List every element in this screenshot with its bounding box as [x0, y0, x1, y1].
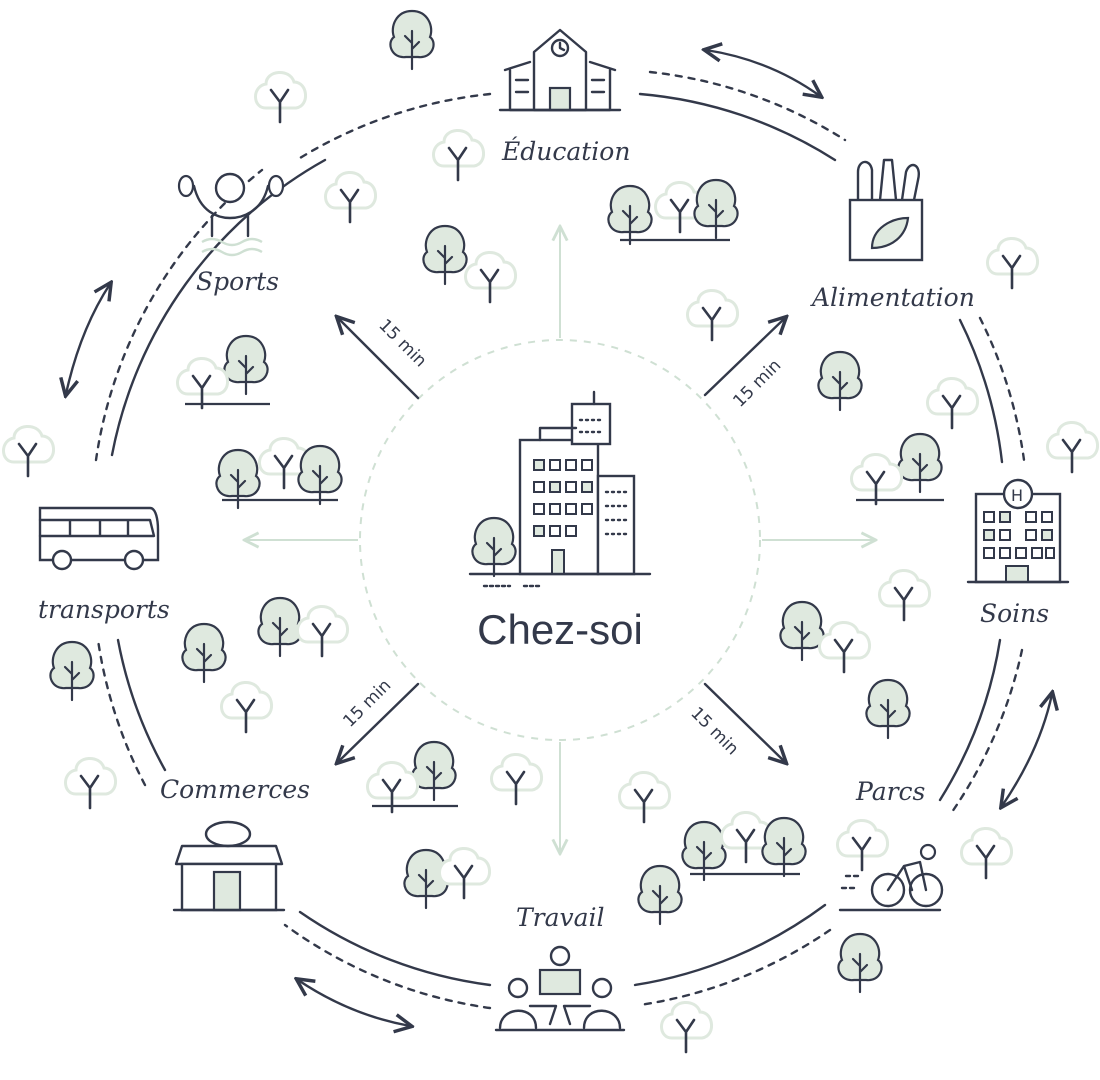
- arrow-sw: [338, 682, 420, 762]
- athlete-icon: [177, 172, 285, 257]
- tree-icon: [761, 816, 807, 878]
- outer-ring: [94, 70, 1026, 1010]
- tree-icon: [181, 622, 227, 684]
- ring-arc: [283, 923, 492, 1010]
- school-icon: [498, 28, 622, 112]
- soins-label: Soins: [980, 599, 1049, 628]
- tree-icon: [897, 432, 943, 494]
- tree-icon: [254, 70, 308, 124]
- ring-arc: [116, 638, 167, 772]
- tree-icon: [49, 640, 95, 702]
- bidirectional-arrow-icon: [298, 980, 410, 1026]
- tree-icon: [817, 350, 863, 412]
- tree-icon: [432, 128, 486, 182]
- tree-icon: [618, 770, 672, 824]
- tree-icon: [681, 820, 727, 882]
- tree-icon: [693, 178, 739, 240]
- cyclist-icon: [836, 818, 944, 912]
- ring-arc: [638, 92, 837, 162]
- tree-icon: [986, 236, 1040, 290]
- tree-icon: [257, 596, 303, 658]
- shop-icon: [172, 820, 286, 912]
- ground-lines: [185, 238, 944, 876]
- ring-arc: [110, 158, 327, 457]
- fifteen-min-arrows: [338, 318, 785, 762]
- tree-icon: [220, 680, 274, 734]
- ring-arc: [958, 318, 1004, 464]
- tree-icon: [490, 752, 544, 806]
- tree-icon: [296, 604, 350, 658]
- ring-arc: [648, 70, 847, 142]
- distance-label-sw: 15 min: [339, 676, 395, 732]
- meeting-icon: [494, 945, 626, 1032]
- inner-dashed-circle: [359, 339, 761, 741]
- cardinal-arrows: [246, 228, 874, 852]
- tree-icon: [176, 356, 230, 410]
- tree-icon: [818, 620, 872, 674]
- tree-icon: [779, 600, 825, 662]
- center-label: Chez-soi: [477, 606, 643, 653]
- tree-icon: [878, 568, 932, 622]
- ring-arc: [638, 928, 832, 1007]
- tree-icon: [324, 170, 378, 224]
- tree-icon: [438, 846, 492, 900]
- ring-arc: [96, 638, 147, 787]
- bus-icon: [38, 506, 160, 571]
- travail-label: Travail: [516, 903, 605, 932]
- tree-icon: [637, 864, 683, 926]
- tree-icon: [960, 826, 1014, 880]
- bidirectional-arrow-icon: [66, 284, 110, 394]
- arrow-se: [703, 682, 785, 762]
- tree-icon: [297, 444, 343, 506]
- ring-arc: [950, 648, 1024, 814]
- tree-icon: [389, 9, 435, 71]
- tree-icon: [686, 288, 740, 342]
- tree-icon: [850, 452, 904, 506]
- ring-arc: [978, 316, 1026, 462]
- grocery-bag-icon: [848, 158, 924, 262]
- tree-icon: [865, 678, 911, 740]
- tree-icon: [64, 756, 118, 810]
- tree-icon: [223, 334, 269, 396]
- tree-icon: [837, 932, 883, 994]
- ring-arc: [298, 910, 492, 987]
- tree-icon: [411, 740, 457, 802]
- transports-label: transports: [38, 595, 170, 624]
- tree-icon: [660, 1000, 714, 1054]
- bidirectional-arrows: [66, 50, 1052, 1026]
- bidirectional-arrow-icon: [1002, 694, 1052, 806]
- education-label: Éducation: [501, 137, 630, 166]
- ring-arc: [633, 903, 827, 987]
- tree-icon: [1046, 420, 1100, 474]
- tree-icon: [926, 376, 980, 430]
- bidirectional-arrow-icon: [706, 50, 820, 96]
- arrow-nw: [338, 318, 420, 400]
- hospital-icon: H: [966, 478, 1070, 584]
- ring-arc: [94, 168, 264, 462]
- tree-icon: [366, 760, 420, 814]
- sports-label: Sports: [196, 267, 279, 296]
- ring-arc: [938, 638, 1002, 802]
- arrow-ne: [703, 318, 785, 397]
- apartment-buildings-icon: [468, 390, 652, 588]
- alimentation-label: Alimentation: [810, 283, 975, 312]
- svg-text:H: H: [1011, 486, 1023, 505]
- tree-icon: [607, 184, 653, 246]
- parcs-label: Parcs: [855, 777, 925, 806]
- tree-icon: [464, 250, 518, 304]
- commerces-label: Commerces: [160, 775, 310, 804]
- tree-icon: [2, 424, 56, 478]
- tree-icon: [422, 224, 468, 286]
